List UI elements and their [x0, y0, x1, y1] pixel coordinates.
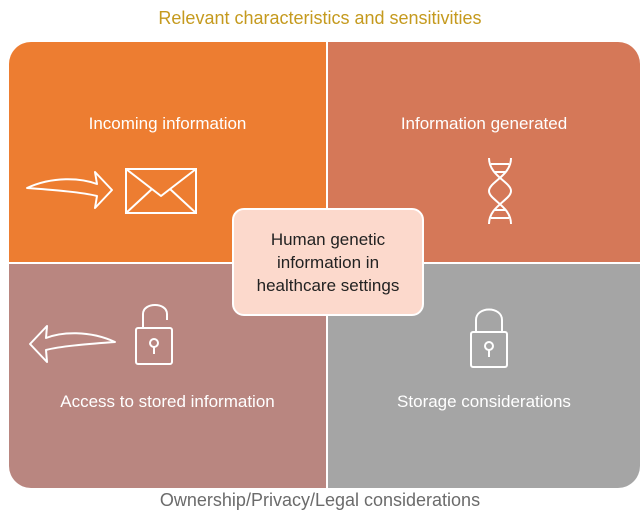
quadrant-label-generated: Information generated	[400, 114, 568, 133]
center-topic-text: Human genetic information in healthcare …	[256, 229, 400, 295]
quadrant-incoming-information: Incoming information	[9, 42, 326, 262]
dna-icon	[487, 157, 513, 225]
unlocked-padlock-icon	[135, 304, 173, 365]
center-topic-box: Human genetic information in healthcare …	[232, 208, 424, 316]
envelope-icon	[125, 168, 197, 214]
top-caption: Relevant characteristics and sensitiviti…	[158, 8, 482, 28]
quadrant-label-incoming: Incoming information	[88, 114, 247, 133]
quadrant-label-access: Access to stored information	[60, 392, 275, 411]
locked-padlock-icon	[470, 308, 508, 368]
arrow-left-icon	[29, 325, 116, 363]
quadrant-information-generated: Information generated	[328, 42, 640, 262]
arrow-right-icon	[26, 171, 113, 209]
bottom-caption: Ownership/Privacy/Legal considerations	[159, 490, 481, 510]
quadrant-label-storage: Storage considerations	[397, 392, 571, 411]
